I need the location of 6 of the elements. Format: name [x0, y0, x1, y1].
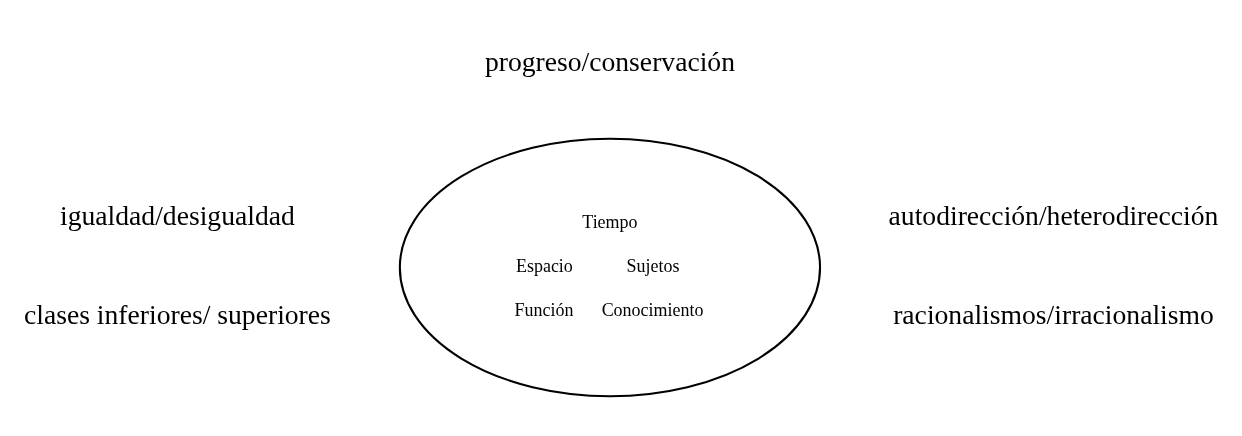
label: autodirección/heterodirección — [888, 199, 1219, 231]
label: racionalismos/irracionalismo — [893, 299, 1214, 331]
label: clases inferiores/ superiores — [24, 299, 331, 331]
label: igualdad/desigualdad — [60, 199, 295, 231]
node-ellipse: Tiempo Espacio Sujetos Función Conocimiento — [398, 137, 822, 398]
label: progreso/conservación — [484, 46, 735, 78]
